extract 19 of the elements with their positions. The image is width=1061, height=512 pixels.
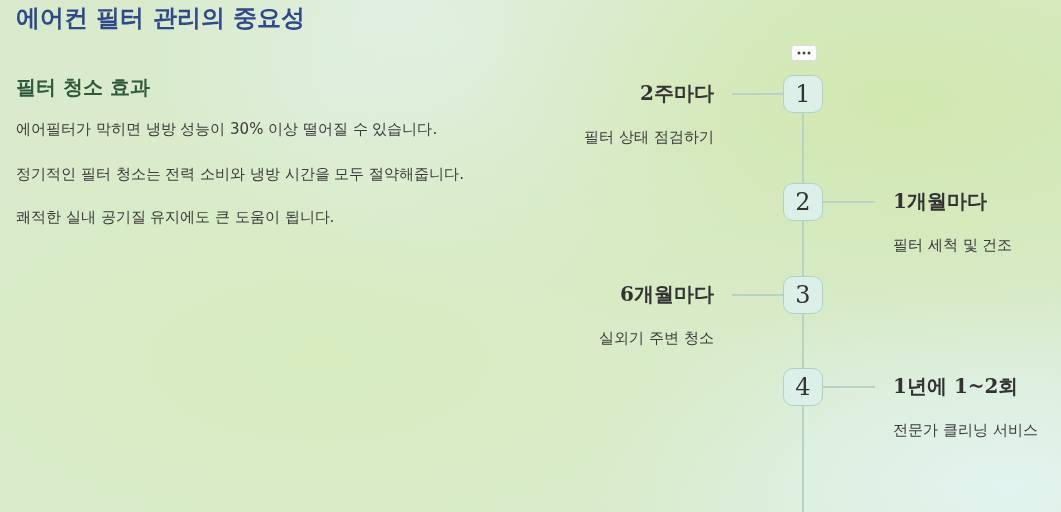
step-heading: 2주마다 — [639, 80, 714, 107]
diagram-title: 에어컨 필터 관리의 중요성 — [16, 3, 306, 34]
step-description: 전문가 클리닝 서비스 — [893, 420, 1039, 441]
step-heading: 6개월마다 — [619, 281, 714, 308]
step-description: 필터 상태 점검하기 — [583, 127, 714, 148]
paragraph: 정기적인 필터 청소는 전력 소비와 냉방 시간을 모두 절약해줍니다. — [16, 165, 464, 184]
step-number-badge: 2 — [783, 183, 823, 221]
step-heading: 1개월마다 — [893, 188, 988, 215]
step-description: 필터 세척 및 건조 — [893, 235, 1014, 256]
step-description: 실외기 주변 청소 — [598, 328, 714, 349]
timeline-line — [802, 313, 804, 369]
section-heading: 필터 청소 효과 — [16, 74, 150, 101]
step-heading: 1년에 1~2회 — [893, 373, 1020, 400]
step-number-badge: 3 — [783, 276, 823, 314]
paragraph: 에어필터가 막히면 냉방 성능이 30% 이상 떨어질 수 있습니다. — [16, 120, 438, 139]
step-number-badge: 4 — [783, 368, 823, 406]
connector-line — [822, 386, 876, 388]
paragraph: 쾌적한 실내 공기질 유지에도 큰 도움이 됩니다. — [16, 208, 335, 227]
step-number-badge: 1 — [783, 75, 823, 113]
